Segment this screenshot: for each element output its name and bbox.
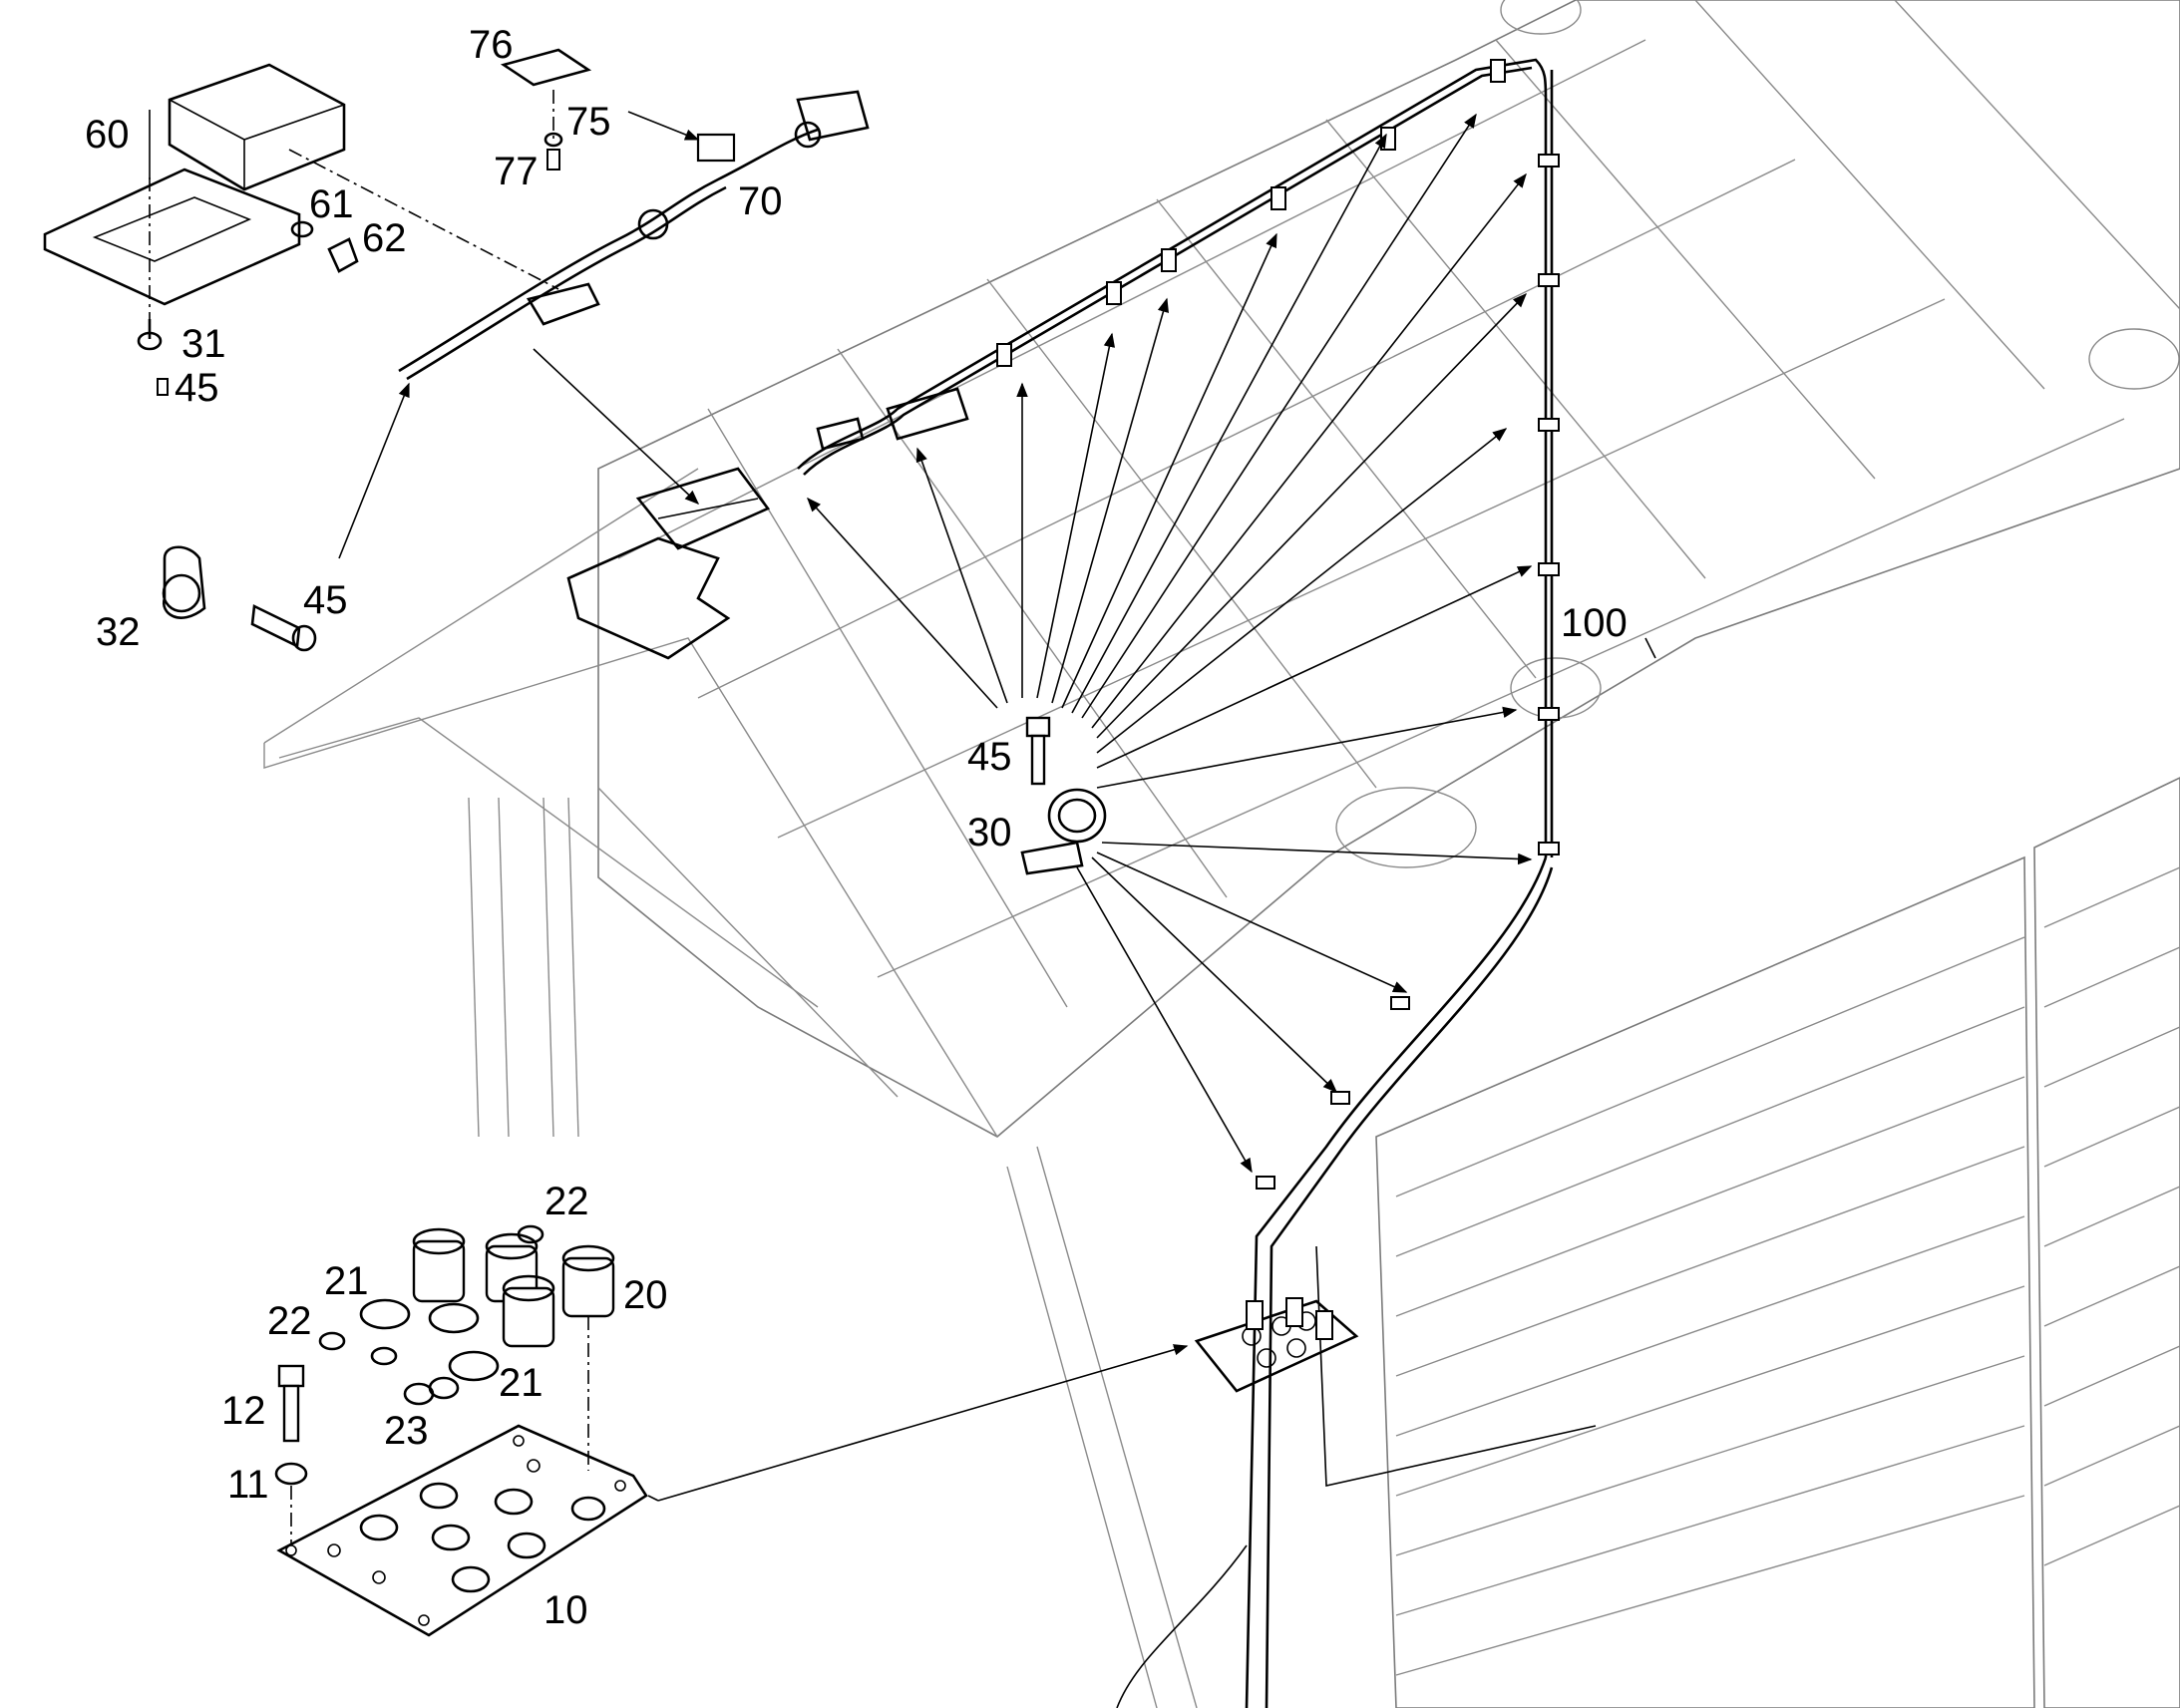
callout-77: 77 — [494, 150, 539, 193]
part-45-screw-center — [1025, 716, 1051, 786]
part-62-screw — [327, 237, 359, 273]
part-32-clamp — [162, 545, 206, 619]
callout-20: 20 — [623, 1273, 668, 1317]
part-30-clamp — [1020, 788, 1107, 875]
callout-100: 100 — [1561, 601, 1628, 645]
machine-structure — [263, 0, 2180, 1708]
callout-61: 61 — [309, 182, 354, 226]
part-61-washer — [290, 220, 314, 238]
part-22-plugs — [318, 1224, 545, 1366]
mounted-control-box — [566, 467, 771, 660]
callout-60: 60 — [85, 113, 130, 157]
part-20-cable-glands — [412, 1227, 615, 1348]
part-76-bracket — [500, 48, 592, 87]
callout-45-center: 45 — [967, 735, 1012, 779]
part-11-washer — [274, 1462, 308, 1486]
callout-22-left: 22 — [267, 1299, 312, 1343]
part-21-plugs — [359, 1298, 500, 1382]
callout-62: 62 — [362, 216, 407, 260]
louvre-grille — [1375, 777, 2180, 1708]
callout-21-bottom: 21 — [499, 1361, 544, 1405]
callout-labels: 76 75 77 70 60 61 62 31 45 32 45 100 45 … — [85, 23, 1628, 1632]
mounted-cable-entry-plate — [1194, 1297, 1359, 1393]
part-45-screw-left — [250, 604, 317, 652]
callout-12: 12 — [221, 1389, 266, 1433]
part-60-control-box — [43, 63, 346, 306]
part-45-small-screw-top — [157, 378, 169, 396]
callout-75: 75 — [566, 100, 611, 144]
part-70-cable-assembly — [398, 90, 870, 381]
part-10-plate — [276, 1424, 648, 1637]
part-77-screw — [544, 132, 563, 171]
callout-31: 31 — [182, 322, 226, 366]
callout-11: 11 — [227, 1463, 269, 1507]
callout-32: 32 — [96, 610, 141, 654]
callout-76: 76 — [469, 23, 514, 67]
callout-23: 23 — [384, 1409, 429, 1453]
part-75-connector — [696, 133, 736, 163]
callout-22-top: 22 — [545, 1180, 589, 1223]
part-23-plugs — [403, 1376, 460, 1406]
callout-21-top: 21 — [324, 1259, 369, 1303]
callout-45-left: 45 — [303, 578, 348, 622]
callout-30: 30 — [967, 811, 1012, 854]
callout-10: 10 — [544, 1588, 588, 1632]
callout-70: 70 — [738, 179, 783, 223]
callout-45-top: 45 — [175, 366, 219, 410]
part-31-screw — [137, 319, 163, 351]
leader-lines — [149, 90, 1656, 1545]
part-12-screw — [277, 1364, 305, 1443]
